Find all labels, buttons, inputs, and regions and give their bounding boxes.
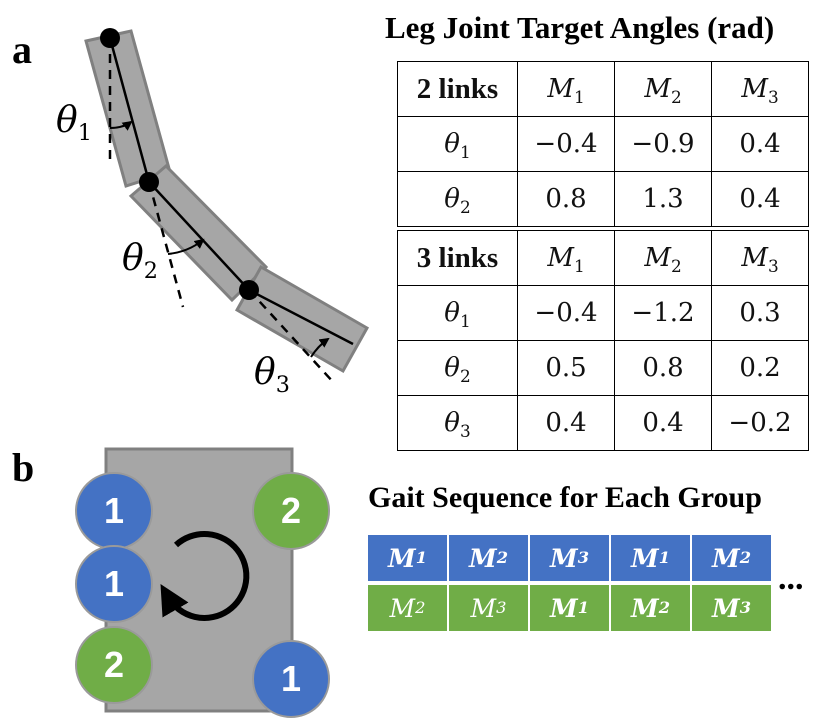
angles-table-title: Leg Joint Target Angles (rad): [385, 10, 775, 45]
table-header-row: 3 links M1 M2 M3: [397, 230, 809, 286]
theta-1-label: θ1: [56, 100, 92, 144]
gait-continuation-ellipsis: ...: [778, 560, 804, 597]
joint-knee-2: [239, 280, 259, 300]
theta-1-symbol: θ: [56, 100, 78, 141]
table-cell: −0.2: [711, 395, 809, 451]
column-header-m1: M1: [517, 230, 615, 286]
table-cell: 0.8: [517, 171, 615, 227]
angle-arc-3: [310, 337, 330, 358]
table-row: θ2 0.8 1.3 0.4: [397, 171, 809, 227]
reference-line-3: [248, 289, 335, 384]
angles-table-3-links: 3 links M1 M2 M3 θ1 −0.4 −1.2 0.3 θ2 0.5…: [397, 230, 809, 451]
table-cell: −1.2: [614, 285, 712, 341]
theta-1-subscript: 1: [77, 119, 92, 146]
gait-sequence-title: Gait Sequence for Each Group: [368, 481, 762, 514]
leg-group-marker: 1: [75, 472, 153, 550]
angle-arc-1: [109, 120, 133, 131]
joint-knee-1: [139, 172, 159, 192]
table-row: θ2 0.5 0.8 0.2: [397, 340, 809, 396]
table-row: θ1 −0.4 −1.2 0.3: [397, 285, 809, 341]
theta-2-subscript: 2: [143, 257, 158, 284]
angles-table-2-links: 2 links M1 M2 M3 θ1 −0.4 −0.9 0.4 θ2 0.8…: [397, 61, 809, 227]
counterclockwise-arrow-icon: [160, 530, 250, 621]
column-header-m3: M3: [711, 230, 809, 286]
table-cell: −0.4: [517, 285, 615, 341]
column-header-m3: M3: [711, 61, 809, 117]
table-row: θ1 −0.4 −0.9 0.4: [397, 116, 809, 172]
row-header-theta2: θ2: [397, 340, 518, 396]
table-cell: 0.2: [711, 340, 809, 396]
panel-label-a: a: [12, 27, 32, 72]
leg-group-marker: 2: [252, 472, 330, 550]
table-cell: −0.4: [517, 116, 615, 172]
column-header-m2: M2: [614, 230, 712, 286]
table-cell: 0.8: [614, 340, 712, 396]
theta-2-symbol: θ: [122, 238, 144, 279]
group-label-2-links: 2 links: [397, 61, 518, 117]
theta-2-label: θ2: [122, 238, 158, 282]
group-label-3-links: 3 links: [397, 230, 518, 286]
table-cell: 0.4: [711, 171, 809, 227]
reference-line-2: [147, 181, 185, 308]
leg-centerline: [108, 37, 354, 346]
row-header-theta3: θ3: [397, 395, 518, 451]
theta-3-symbol: θ: [254, 352, 276, 393]
column-header-m1: M1: [517, 61, 615, 117]
joint-hip: [100, 28, 120, 48]
row-header-theta1: θ1: [397, 116, 518, 172]
table-cell: −0.9: [614, 116, 712, 172]
row-header-theta2: θ2: [397, 171, 518, 227]
panel-label-b: b: [12, 445, 35, 490]
table-cell: 0.4: [614, 395, 712, 451]
row-header-theta1: θ1: [397, 285, 518, 341]
table-row: θ3 0.4 0.4 −0.2: [397, 395, 809, 451]
table-cell: 0.3: [711, 285, 809, 341]
table-header-row: 2 links M1 M2 M3: [397, 61, 809, 117]
column-header-m2: M2: [614, 61, 712, 117]
theta-3-subscript: 3: [275, 371, 290, 398]
leg-group-marker: 1: [75, 545, 153, 623]
table-cell: 0.5: [517, 340, 615, 396]
leg-group-marker: 1: [252, 640, 330, 718]
leg-group-marker: 2: [75, 626, 153, 704]
table-cell: 0.4: [517, 395, 615, 451]
table-cell: 0.4: [711, 116, 809, 172]
table-cell: 1.3: [614, 171, 712, 227]
theta-3-label: θ3: [254, 352, 290, 396]
angle-arc-2: [167, 238, 205, 255]
